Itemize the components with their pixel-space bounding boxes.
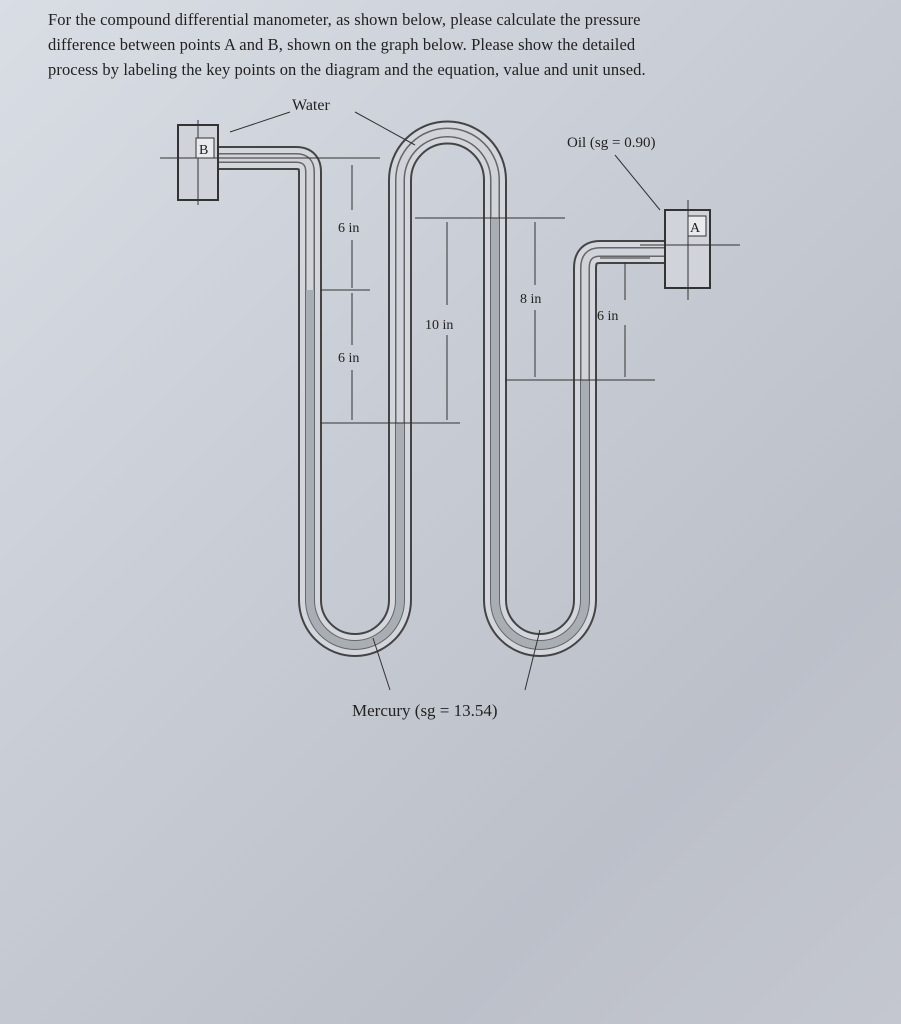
- level-lines: [320, 217, 655, 424]
- question-line-1: For the compound differential manometer,…: [48, 10, 641, 29]
- question-line-3: process by labeling the key points on th…: [48, 60, 646, 79]
- dimension-6in-lower-left: 6 in: [338, 351, 359, 366]
- dimension-8in: 8 in: [520, 292, 541, 307]
- dimension-lines: [229, 111, 661, 691]
- mercury-column: [306, 218, 589, 649]
- dimension-6in-right: 6 in: [597, 309, 618, 324]
- oil-label: Oil (sg = 0.90): [567, 135, 655, 151]
- manometer-tube: [200, 120, 680, 657]
- question-line-2: difference between points A and B, shown…: [48, 35, 636, 54]
- dimension-6in-upper-left: 6 in: [338, 221, 359, 236]
- water-label: Water: [292, 97, 330, 114]
- point-a-label: A: [690, 221, 701, 236]
- dimension-10in: 10 in: [425, 318, 453, 333]
- point-b-label: B: [199, 143, 208, 158]
- mercury-label: Mercury (sg = 13.54): [352, 701, 498, 720]
